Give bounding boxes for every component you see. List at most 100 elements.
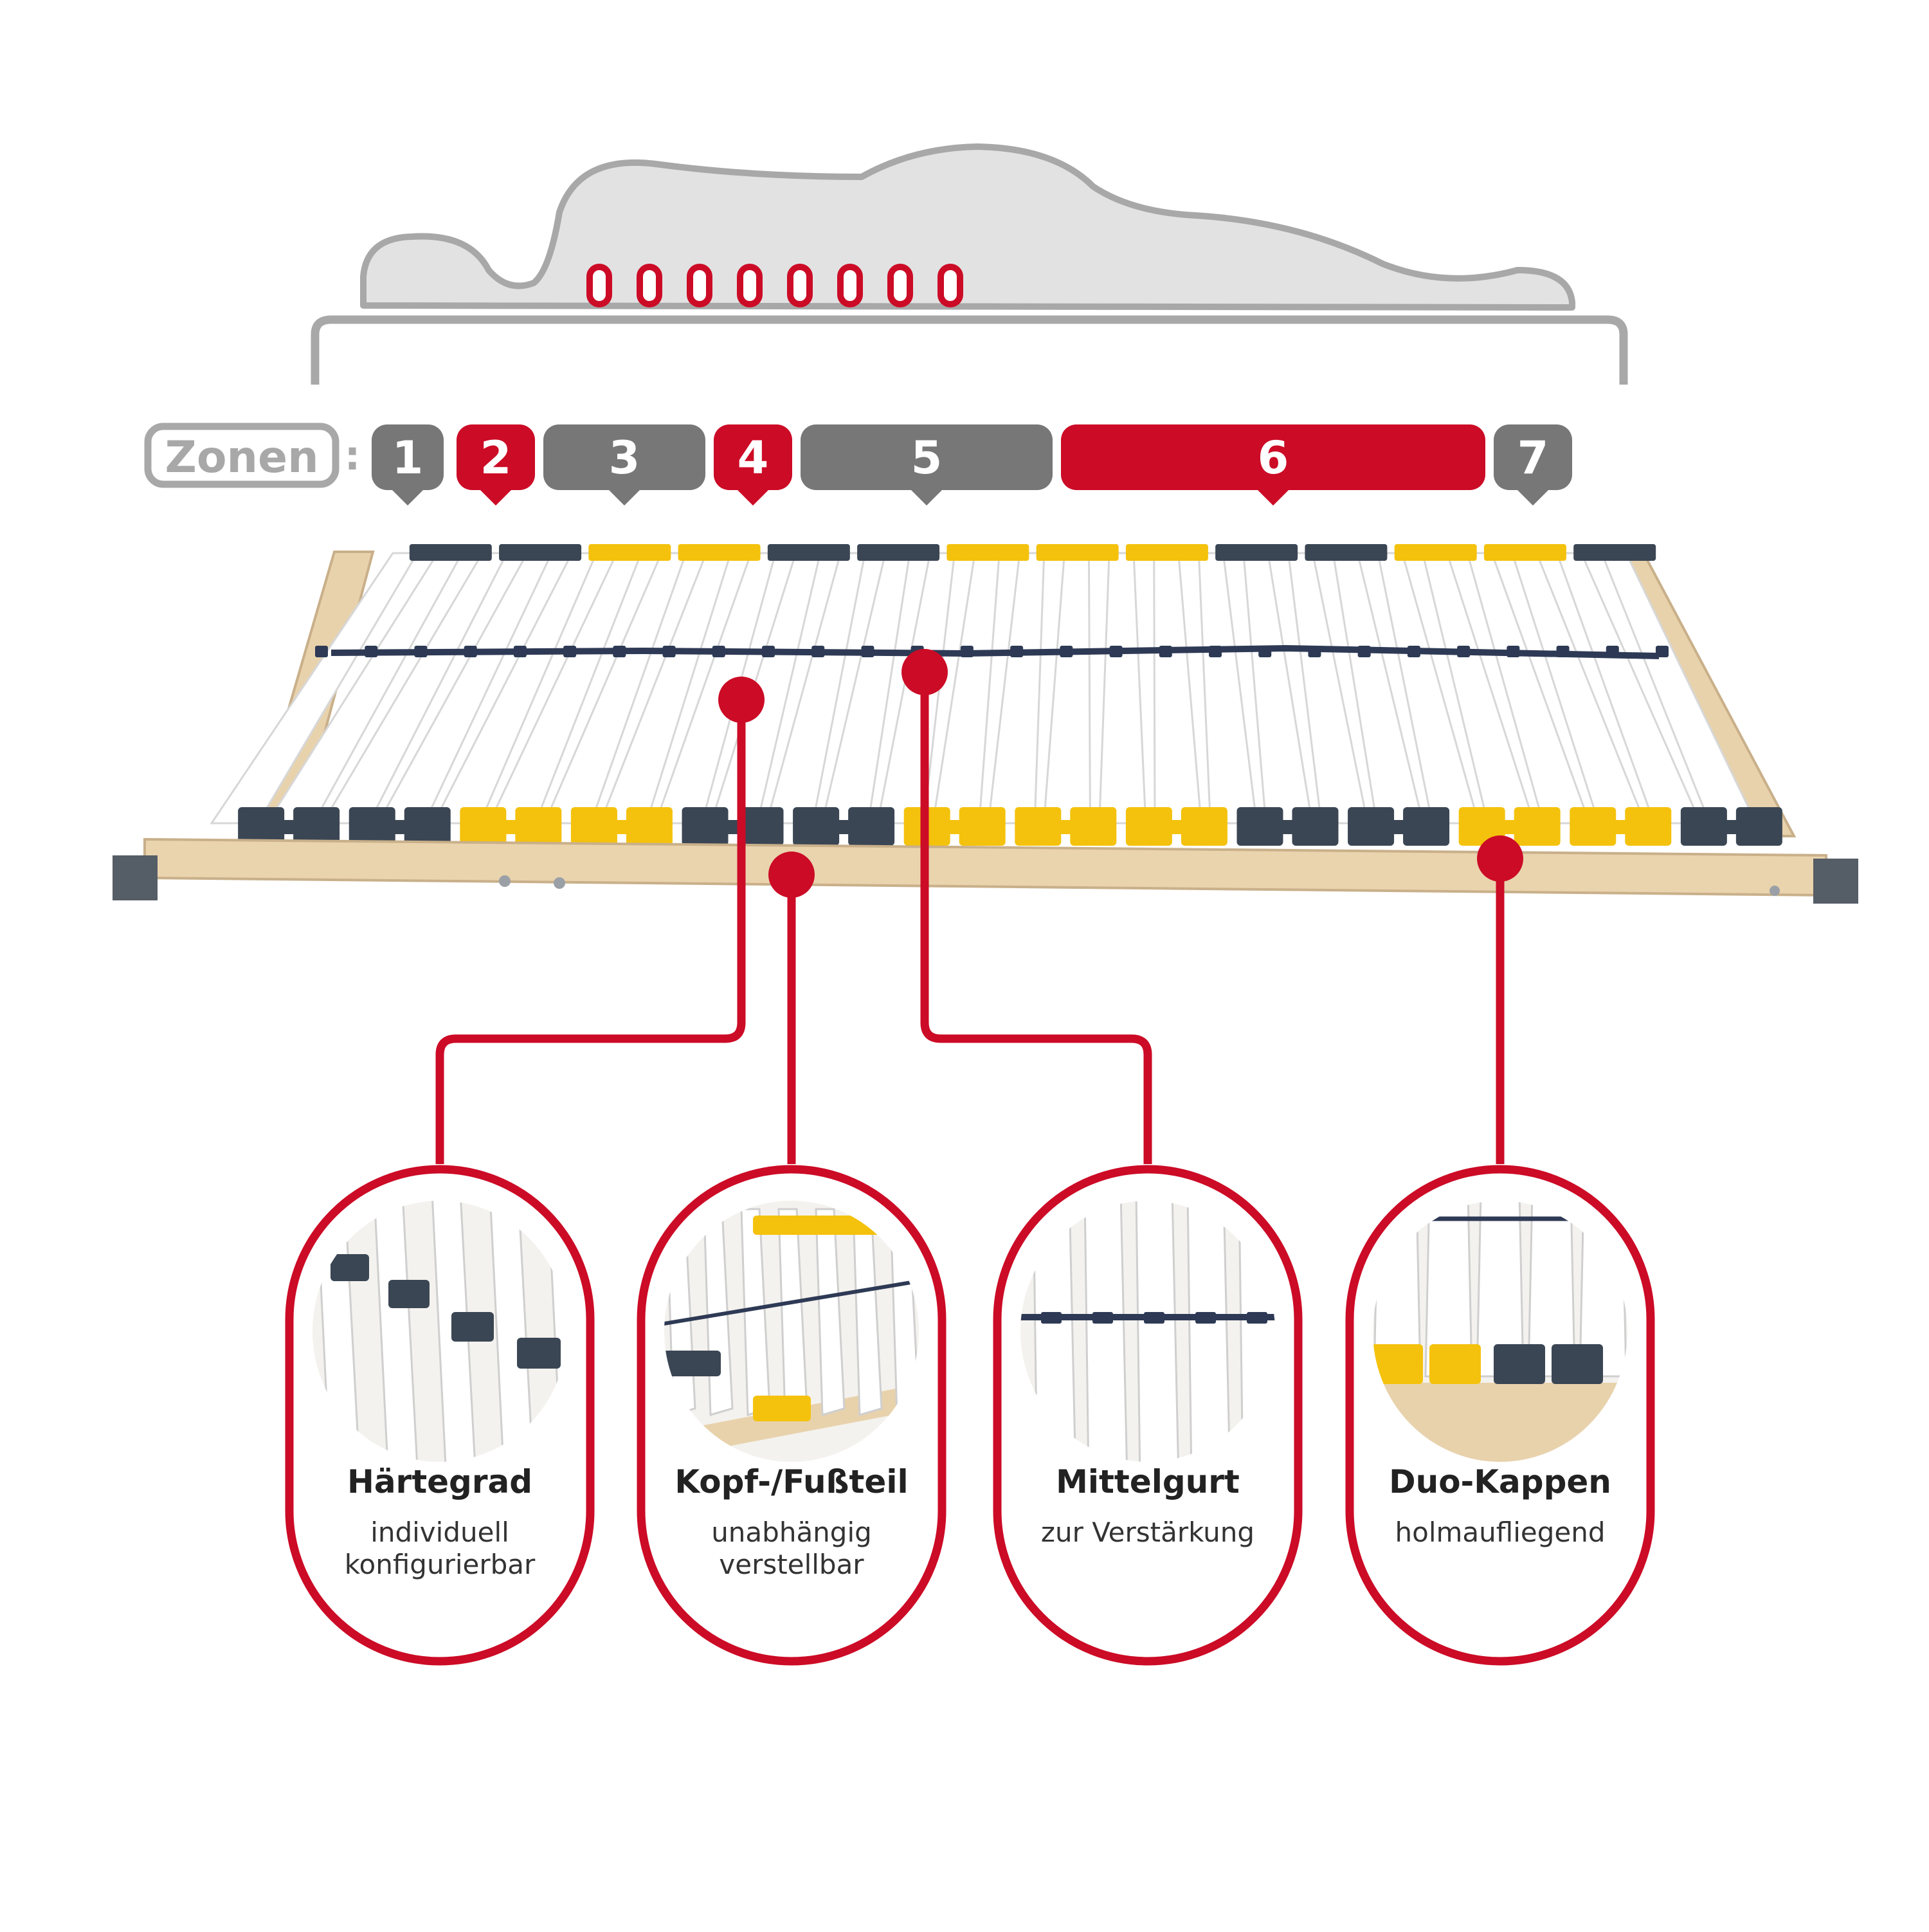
zone-number: 6 (1258, 432, 1289, 484)
duo-cap (1348, 807, 1450, 846)
belt-clip (1407, 646, 1420, 657)
spring-marker (737, 264, 763, 307)
spring-marker (687, 264, 712, 307)
slatted-frame (113, 544, 1858, 904)
frame-screw (554, 877, 565, 889)
feature-subtitle-line: unabhängig (711, 1517, 872, 1548)
spring-marker (787, 264, 813, 307)
belt-clip (1457, 646, 1471, 657)
feature-subtitle-line: zur Verstärkung (1040, 1517, 1255, 1548)
duo-cap (767, 544, 850, 561)
zones-label: Zonen (165, 432, 319, 483)
belt-clip (1258, 646, 1272, 657)
spring-marker (837, 264, 863, 307)
spring-markers (586, 264, 963, 307)
duo-cap (409, 544, 492, 561)
belt-clip (762, 646, 775, 657)
duo-cap (946, 544, 1029, 561)
belt-clip (365, 646, 378, 657)
belt-clip (811, 646, 825, 657)
duo-cap (1483, 544, 1566, 561)
zone-number: 5 (911, 432, 943, 484)
feature-title-hardness: Härtegrad (347, 1463, 533, 1500)
mattress-profile (360, 143, 1575, 311)
zone-tab-3: 3 (543, 424, 705, 506)
feature-subtitle-line: holmaufliegend (1395, 1517, 1606, 1548)
duo-cap (570, 807, 673, 846)
zone-tab-2: 2 (457, 424, 535, 506)
spring-marker (937, 264, 963, 307)
belt-clip (1109, 646, 1123, 657)
zone-tab-5: 5 (801, 424, 1053, 506)
duo-cap (1125, 807, 1227, 846)
belt-clip (960, 646, 974, 657)
bed-bracket (311, 315, 1628, 385)
belt-clip (1357, 646, 1371, 657)
slat (1153, 552, 1202, 825)
belt-clip (513, 646, 527, 657)
belt-clip (1209, 646, 1222, 657)
duo-cap (588, 544, 671, 561)
spring-marker (586, 264, 612, 307)
duo-cap (1305, 544, 1388, 561)
spring-marker (637, 264, 662, 307)
zone-number: 4 (738, 432, 769, 484)
duo-cap (238, 807, 340, 846)
zone-tab-1: 1 (372, 424, 444, 506)
belt-clip (464, 646, 477, 657)
duo-cap (1125, 544, 1208, 561)
duo-cap (793, 807, 895, 846)
feature-title-head-foot: Kopf-/Fußteil (675, 1463, 909, 1500)
feature-title-belt: Mittelgurt (1056, 1463, 1240, 1500)
duo-cap (1680, 807, 1782, 846)
zone-tab-4: 4 (714, 424, 792, 506)
spring-marker (887, 264, 913, 307)
callout-dot-hardness (718, 677, 765, 723)
zone-number: 3 (609, 432, 640, 484)
callout-dots (718, 649, 1523, 898)
callout-dot-belt (901, 649, 948, 695)
belt-clip (662, 646, 676, 657)
duo-cap (1458, 807, 1561, 846)
duo-cap (499, 544, 582, 561)
duo-cap (460, 807, 562, 846)
slat (1098, 552, 1147, 825)
slat (1042, 552, 1091, 825)
feature-subtitle-hardness: individuell konfigurierbar (279, 1517, 601, 1581)
belt-clip (613, 646, 626, 657)
feature-subtitle-line: verstellbar (719, 1549, 864, 1580)
belt-clip (315, 646, 328, 657)
duo-cap (1236, 807, 1339, 846)
duo-cap (349, 807, 451, 846)
duo-cap (1215, 544, 1298, 561)
duo-cap (857, 544, 940, 561)
zone-number: 7 (1517, 432, 1549, 484)
belt-clip (414, 646, 428, 657)
feature-subtitle-line: individuell (370, 1517, 509, 1548)
feature-subtitle-head-foot: unabhängig verstellbar (631, 1517, 952, 1581)
duo-cap (1573, 544, 1656, 561)
duo-caps-icon (1365, 1193, 1635, 1470)
belt-clip (1656, 646, 1669, 657)
adjustable-head-foot-icon (657, 1193, 927, 1470)
duo-cap (1570, 807, 1672, 846)
frame-corner-left (113, 855, 158, 900)
feature-subtitle-caps: holmaufliegend (1339, 1517, 1661, 1549)
frame-front-rail (143, 837, 1827, 897)
duo-cap (678, 544, 761, 561)
duo-cap (1015, 807, 1117, 846)
belt-clip (1159, 646, 1172, 657)
belt-clip (563, 646, 577, 657)
belt-clip (1556, 646, 1570, 657)
callout-lines (435, 672, 1505, 1164)
callout-dot-caps (1477, 835, 1523, 882)
duo-cap (1394, 544, 1477, 561)
callout-dot-head-foot (768, 852, 815, 898)
frame-screw (1770, 886, 1780, 896)
callout-line-belt (920, 672, 1152, 1164)
feature-card-0 (285, 1165, 595, 1666)
belt-clip (1308, 646, 1321, 657)
zones-separator: : (345, 432, 361, 479)
duo-cap (1036, 544, 1119, 561)
